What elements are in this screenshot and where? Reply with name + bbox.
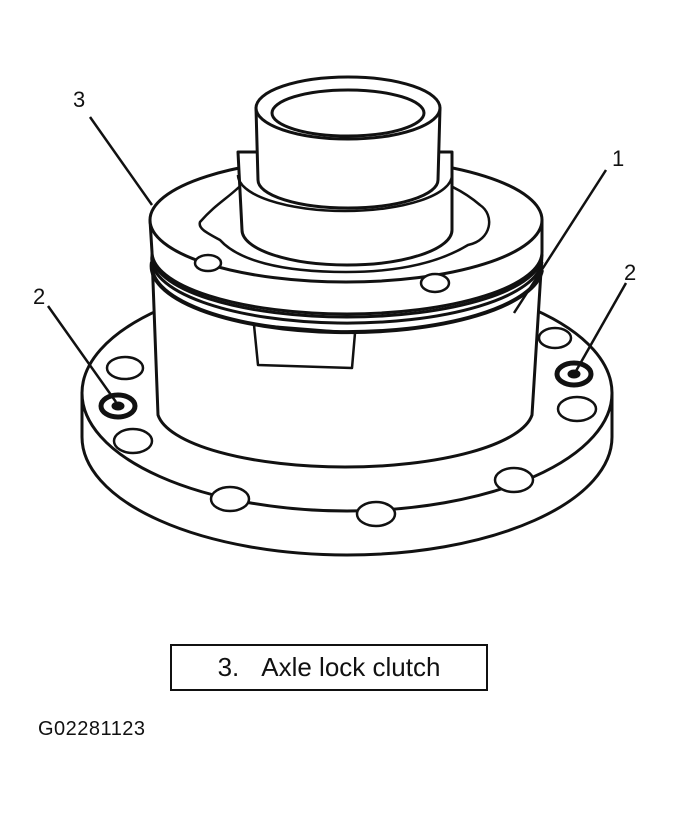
callout-number-2-right: 2	[624, 260, 636, 285]
callout-number-3: 3	[73, 87, 85, 112]
marked-bolt-holes	[98, 360, 594, 420]
flange-bolt-holes	[105, 326, 598, 528]
legend-box: 3. Axle lock clutch	[170, 644, 488, 691]
legend-text: Axle lock clutch	[261, 652, 441, 682]
hub-shaft	[236, 75, 454, 267]
callout-number-1: 1	[612, 146, 624, 171]
legend-number: 3.	[217, 652, 240, 682]
figure-id: G02281123	[38, 718, 146, 740]
callout-number-2-left: 2	[33, 284, 45, 309]
callout-leaders	[46, 116, 628, 403]
